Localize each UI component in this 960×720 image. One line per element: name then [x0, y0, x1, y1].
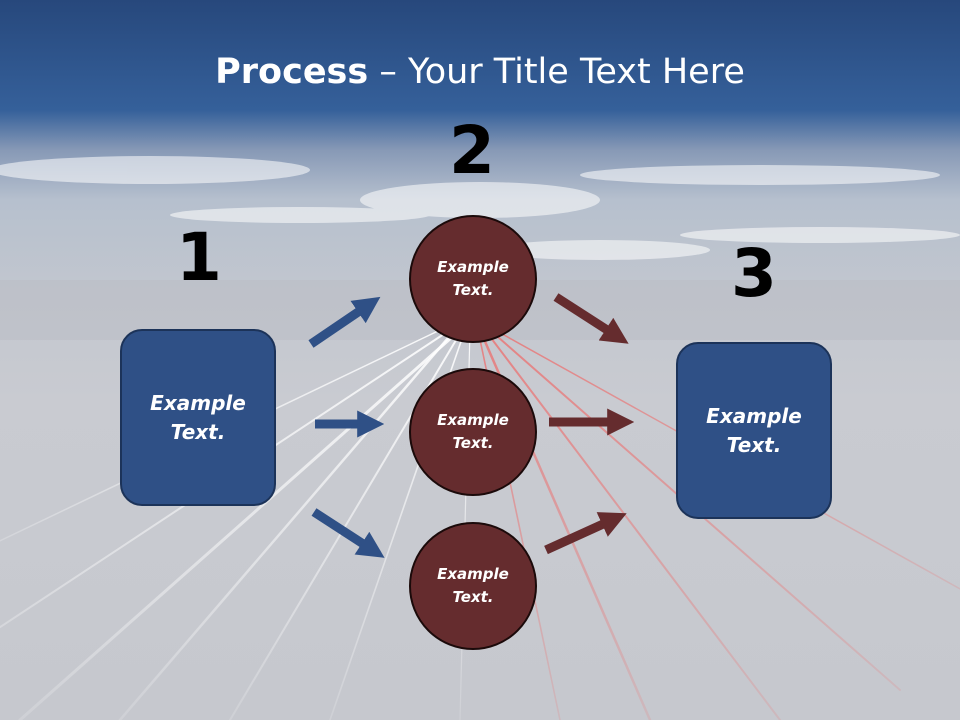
- left-box-line-2: Text.: [170, 419, 226, 444]
- arrow-bottom-to-right: [544, 512, 627, 555]
- arrow-left-to-top: [308, 296, 381, 348]
- circle-bottom-line-2: Text.: [452, 588, 494, 606]
- arrow-left-to-bottom: [311, 508, 385, 558]
- circle-middle-line-1: Example: [437, 411, 509, 429]
- circle-top-line-1: Example: [437, 258, 509, 276]
- clouds: [0, 156, 960, 260]
- circle-middle-line-2: Text.: [452, 434, 494, 452]
- step-number-3: 3: [731, 235, 777, 312]
- step-number-2: 2: [449, 112, 495, 189]
- title-rest: – Your Title Text Here: [368, 52, 745, 92]
- circle-bottom-line-1: Example: [437, 565, 509, 583]
- circle-top-line-2: Text.: [452, 281, 494, 299]
- slide-title: Process – Your Title Text Here: [0, 52, 960, 92]
- right-box-line-1: Example: [706, 403, 802, 428]
- step-number-1: 1: [176, 219, 222, 296]
- left-box-line-1: Example: [150, 390, 246, 415]
- arrow-top-to-right: [553, 293, 629, 344]
- right-box-line-2: Text.: [726, 432, 782, 457]
- title-bold: Process: [215, 52, 369, 92]
